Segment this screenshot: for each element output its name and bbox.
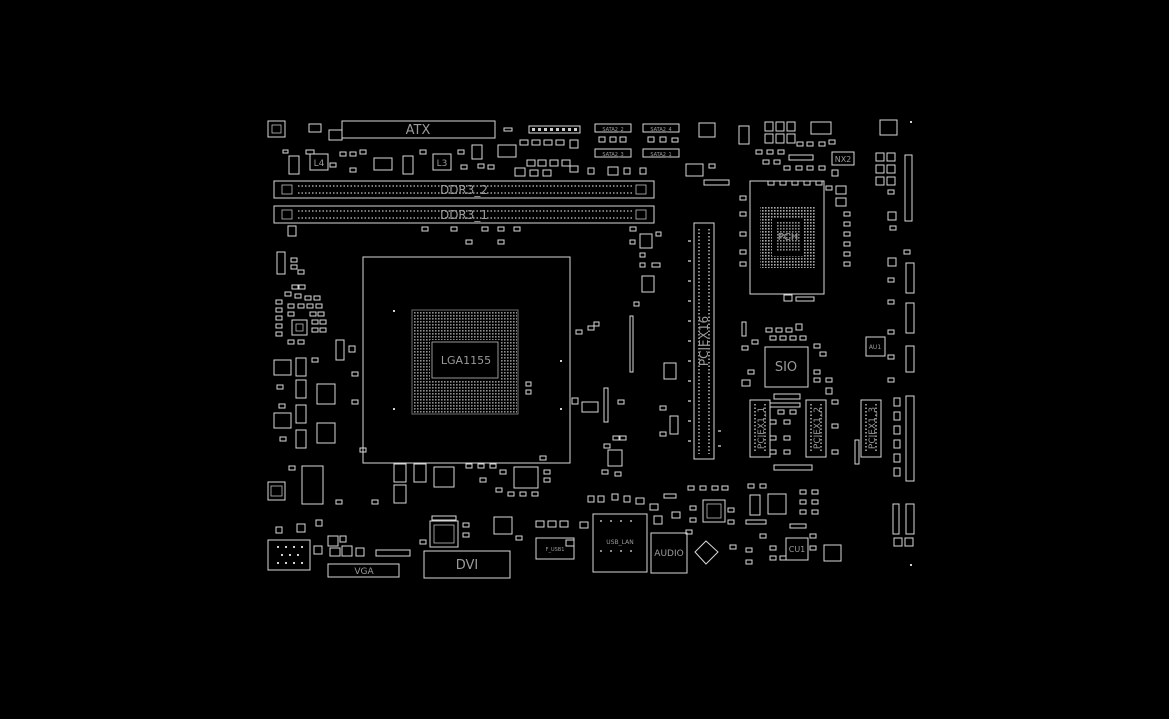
dvi-label: DVI bbox=[456, 558, 479, 573]
top-right-components bbox=[685, 119, 898, 186]
atx-label: ATX bbox=[406, 123, 431, 138]
ddr3-slot-1[interactable]: DDR3_1 bbox=[273, 205, 655, 224]
pcie-x1-3-label: PCIEX1_3 bbox=[868, 407, 878, 449]
au1-label: AU1 bbox=[869, 344, 881, 351]
inductor-l3: L3 bbox=[432, 153, 452, 171]
hdmi-chip bbox=[429, 515, 459, 548]
sata2-3-label: SATA2_3 bbox=[602, 152, 623, 158]
ddr-area-components bbox=[287, 225, 662, 307]
bottom-right-components bbox=[685, 483, 842, 565]
l3-label: L3 bbox=[437, 159, 448, 169]
audio-label: AUDIO bbox=[654, 549, 683, 559]
pcie-x1-1-label: PCIEX1_1 bbox=[757, 407, 767, 449]
cpu-socket[interactable]: LGA1155 bbox=[362, 256, 571, 464]
f-usb-label: F_USB1 bbox=[546, 547, 565, 553]
socket-area-components bbox=[359, 315, 679, 504]
nx2-component: NX2 bbox=[831, 151, 855, 166]
au1-component: AU1 bbox=[865, 336, 886, 357]
ddr3-2-label: DDR3_2 bbox=[440, 183, 488, 197]
sata-connector-2[interactable]: SATA2_2 bbox=[594, 123, 632, 133]
pciex16-side-pads bbox=[688, 240, 721, 447]
usb-lan-connector[interactable]: USB_LAN bbox=[592, 513, 648, 573]
bottom-left-components bbox=[267, 499, 470, 571]
socket-label: LGA1155 bbox=[441, 354, 491, 367]
front-usb-header[interactable]: F_USB1 bbox=[535, 537, 575, 560]
vga-connector[interactable]: VGA bbox=[327, 563, 400, 578]
ddr3-slot-2[interactable]: DDR3_2 bbox=[273, 180, 655, 199]
sata-connector-1[interactable]: SATA2_1 bbox=[642, 148, 680, 158]
sio-chip[interactable]: SIO bbox=[764, 346, 809, 388]
pcie-x1-2-label: PCIEX1_2 bbox=[813, 407, 823, 449]
sata-connector-4[interactable]: SATA2_4 bbox=[642, 123, 680, 133]
dvi-connector[interactable]: DVI bbox=[423, 550, 511, 579]
pcie-x1-slot-3[interactable]: PCIEX1_3 bbox=[860, 399, 882, 458]
cu1-label: CU1 bbox=[789, 545, 806, 554]
pcie-x1-slot-1[interactable]: PCIEX1_1 bbox=[749, 399, 771, 458]
sata-area-pads bbox=[598, 136, 679, 143]
sata-connector-3[interactable]: SATA2_3 bbox=[594, 148, 632, 158]
atx-power-connector[interactable]: ATX bbox=[341, 120, 496, 139]
top-left-components bbox=[267, 120, 647, 177]
pcie-x1-slot-2[interactable]: PCIEX1_2 bbox=[805, 399, 827, 458]
ddr3-1-label: DDR3_1 bbox=[440, 208, 488, 222]
nx2-label: NX2 bbox=[835, 155, 852, 164]
l4-label: L4 bbox=[314, 159, 325, 169]
pciex16-slot[interactable]: PCIEX16 bbox=[693, 222, 715, 460]
sata2-1-label: SATA2_1 bbox=[650, 152, 671, 158]
inductor-l4: L4 bbox=[309, 153, 329, 171]
right-edge-components bbox=[875, 152, 915, 547]
pciex16-label: PCIEX16 bbox=[697, 316, 711, 366]
sio-label: SIO bbox=[775, 360, 797, 375]
vga-label: VGA bbox=[354, 567, 374, 577]
pch-area-components bbox=[739, 180, 851, 357]
sata2-4-label: SATA2_4 bbox=[650, 127, 671, 133]
cu1-component: CU1 bbox=[785, 537, 809, 561]
pch-chipset[interactable]: PCH bbox=[749, 180, 825, 295]
usb-lan-label: USB_LAN bbox=[606, 539, 633, 546]
top-header-connector[interactable] bbox=[528, 125, 581, 134]
pch-label: PCH bbox=[778, 232, 799, 243]
sata2-2-label: SATA2_2 bbox=[602, 127, 623, 133]
audio-connector[interactable]: AUDIO bbox=[650, 532, 688, 574]
board-corner-marks bbox=[910, 121, 912, 566]
vrm-components bbox=[267, 251, 359, 505]
dvi-area-components bbox=[493, 493, 681, 547]
